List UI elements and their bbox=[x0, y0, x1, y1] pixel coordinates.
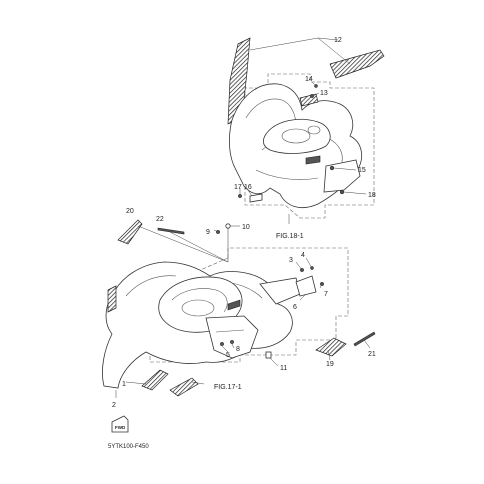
bolt-5 bbox=[220, 342, 224, 346]
front-group-boundary bbox=[149, 247, 349, 363]
callout-20: 20 bbox=[126, 208, 134, 215]
fwd-arrow-icon bbox=[111, 415, 129, 433]
screw-18 bbox=[339, 189, 345, 195]
front-lower-cover bbox=[205, 315, 259, 359]
callout-4: 4 bbox=[301, 252, 305, 259]
front-right-decal bbox=[315, 337, 347, 357]
callout-3: 3 bbox=[289, 257, 293, 264]
callout-14: 14 bbox=[305, 76, 313, 83]
callout-19: 19 bbox=[326, 361, 334, 368]
callout-18: 18 bbox=[368, 192, 376, 199]
front-right-strip bbox=[353, 331, 376, 347]
bushing-10 bbox=[225, 223, 231, 229]
rear-group-boundary bbox=[244, 73, 375, 219]
bolt-8 bbox=[230, 340, 234, 344]
front-lower-left-decal bbox=[141, 369, 169, 391]
clip-17 bbox=[238, 194, 242, 198]
callout-21: 21 bbox=[368, 351, 376, 358]
screw-15 bbox=[329, 165, 335, 171]
callout-10: 10 bbox=[242, 224, 250, 231]
front-lower-decal bbox=[169, 377, 199, 397]
callout-6: 6 bbox=[293, 304, 297, 311]
rear-fender-group bbox=[227, 37, 385, 224]
nut-11 bbox=[265, 351, 272, 359]
callout-1: 1 bbox=[122, 381, 126, 388]
callout-11: 11 bbox=[280, 365, 287, 372]
fwd-label: FWD bbox=[115, 425, 126, 430]
diagram-code: 5YTK100-F450 bbox=[108, 444, 149, 450]
callout-15: 15 bbox=[358, 167, 366, 174]
bolt-13 bbox=[310, 94, 314, 98]
callout-13: 13 bbox=[320, 90, 328, 97]
figure-ref-17: FIG.17-1 bbox=[214, 384, 242, 391]
clip-16 bbox=[249, 193, 263, 203]
callout-labels: 1 2 3 4 5 6 7 8 9 10 11 12 13 14 15 16 1… bbox=[112, 37, 376, 409]
rear-right-decal bbox=[329, 49, 385, 79]
callout-9: 9 bbox=[206, 229, 210, 236]
front-strip-decal bbox=[157, 227, 185, 235]
front-left-decal bbox=[107, 285, 117, 313]
callout-5: 5 bbox=[226, 352, 230, 359]
callout-17: 17 bbox=[234, 184, 242, 191]
callout-7: 7 bbox=[324, 291, 328, 298]
callout-22: 22 bbox=[156, 216, 164, 223]
callout-12: 12 bbox=[334, 37, 342, 44]
seat-well bbox=[262, 118, 331, 154]
front-upper-left-decal bbox=[117, 219, 143, 245]
front-small-panel bbox=[295, 275, 317, 297]
callout-8: 8 bbox=[236, 346, 240, 353]
callout-16: 16 bbox=[244, 184, 252, 191]
leader-12 bbox=[249, 37, 339, 51]
figure-ref-18: FIG.18-1 bbox=[276, 233, 304, 240]
callout-2: 2 bbox=[112, 402, 116, 409]
front-fender-group bbox=[102, 219, 376, 433]
side-panel-dark bbox=[227, 299, 241, 311]
